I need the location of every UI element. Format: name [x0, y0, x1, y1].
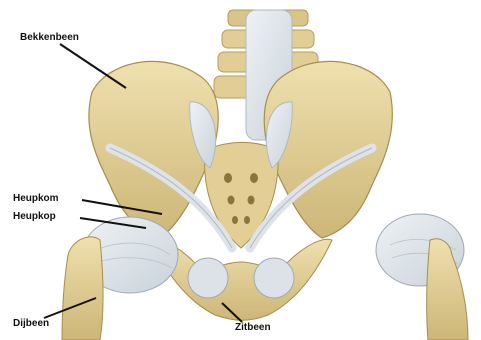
leader-bekkenbeen [60, 44, 126, 88]
sacrum [205, 143, 279, 249]
label-zitbeen: Zitbeen [235, 322, 271, 334]
label-dijbeen: Dijbeen [13, 318, 49, 330]
left-obturator-foramen [188, 258, 228, 298]
label-bekkenbeen: Bekkenbeen [20, 32, 79, 44]
left-femur [62, 237, 103, 340]
label-heupkom: Heupkom [13, 193, 59, 205]
right-obturator-foramen [254, 258, 294, 298]
label-heupkop: Heupkop [13, 211, 56, 223]
